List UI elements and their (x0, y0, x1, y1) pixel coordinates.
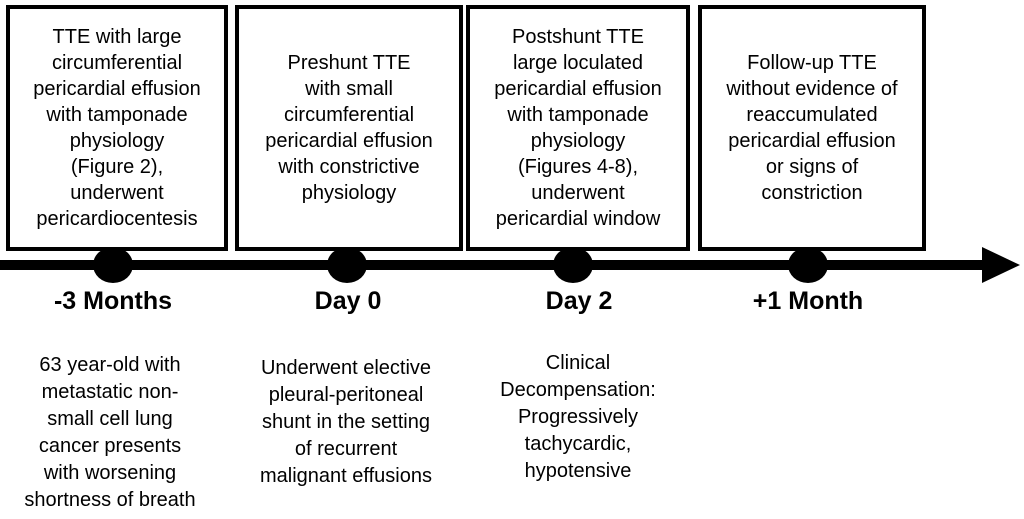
timeline-dot-minus-3-months (93, 247, 133, 283)
event-box-text: Follow-up TTE without evidence of reaccu… (726, 52, 898, 204)
time-label-day-2: Day 2 (545, 287, 613, 315)
note-shunt-procedure: Underwent elective pleural-peritoneal sh… (260, 357, 432, 487)
event-box-text: TTE with large circumferential pericardi… (33, 26, 201, 230)
timeline-dot-day-0 (327, 247, 367, 283)
note-patient-presentation: 63 year-old with metastatic non- small c… (24, 354, 196, 511)
event-box-postshunt-tte: Postshunt TTE large loculated pericardia… (466, 5, 690, 251)
event-box-followup-tte: Follow-up TTE without evidence of reaccu… (698, 5, 926, 251)
timeline-dot-day-2 (553, 247, 593, 283)
timeline-dot-plus-1-month (788, 247, 828, 283)
event-box-text: Preshunt TTE with small circumferential … (265, 52, 433, 204)
event-box-text: Postshunt TTE large loculated pericardia… (494, 26, 662, 230)
time-label-day-0: Day 0 (314, 287, 382, 315)
time-label-minus-3-months: -3 Months (53, 287, 173, 315)
note-clinical-decompensation: Clinical Decompensation: Progressively t… (500, 352, 656, 482)
arrowhead-icon (982, 247, 1020, 283)
time-label-plus-1-month: +1 Month (752, 287, 864, 315)
event-box-pericardiocentesis: TTE with large circumferential pericardi… (6, 5, 228, 251)
timeline-axis-line (0, 260, 990, 270)
event-box-preshunt-tte: Preshunt TTE with small circumferential … (235, 5, 463, 251)
